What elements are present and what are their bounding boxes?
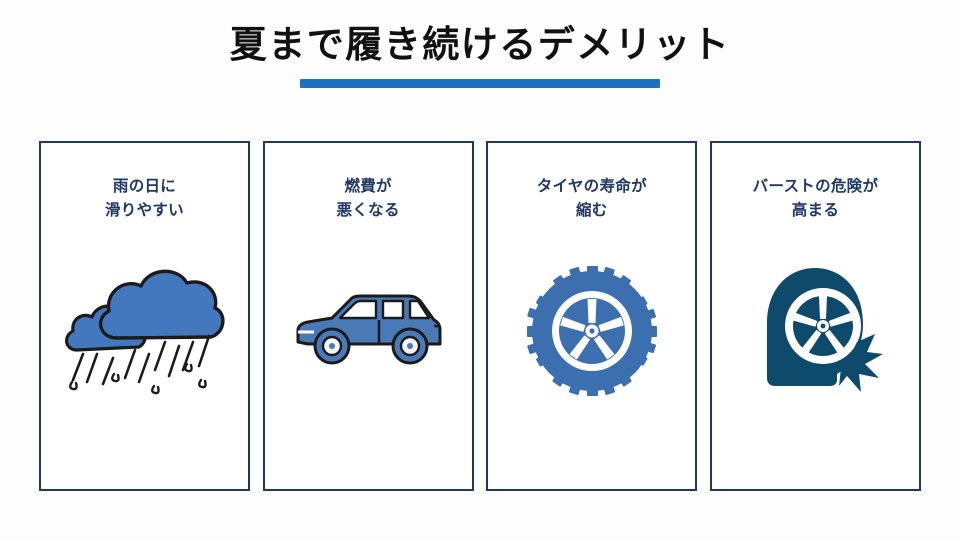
tire-wheel-icon bbox=[488, 261, 695, 401]
car-side-icon bbox=[265, 268, 472, 388]
card-rain[interactable]: 雨の日に 滑りやすい bbox=[39, 141, 250, 491]
rain-cloud-icon bbox=[41, 253, 248, 403]
title-block: 夏まで履き続けるデメリット bbox=[0, 24, 960, 89]
burst-tire-icon bbox=[712, 255, 919, 400]
card-lifespan[interactable]: タイヤの寿命が 縮む bbox=[486, 141, 698, 491]
card-fuel-title: 燃費が 悪くなる bbox=[336, 178, 400, 219]
card-burst[interactable]: バーストの危険が 高まる bbox=[709, 141, 921, 491]
card-lifespan-title: タイヤの寿命が 縮む bbox=[536, 178, 647, 219]
card-burst-title: バーストの危険が 高まる bbox=[752, 178, 879, 219]
page-title: 夏まで履き続けるデメリット bbox=[229, 24, 731, 65]
card-fuel[interactable]: 燃費が 悪くなる bbox=[262, 141, 474, 491]
cards-row: 雨の日に 滑りやすい bbox=[39, 141, 921, 493]
title-underline-bar bbox=[300, 79, 660, 89]
card-rain-title: 雨の日に 滑りやすい bbox=[104, 178, 184, 219]
